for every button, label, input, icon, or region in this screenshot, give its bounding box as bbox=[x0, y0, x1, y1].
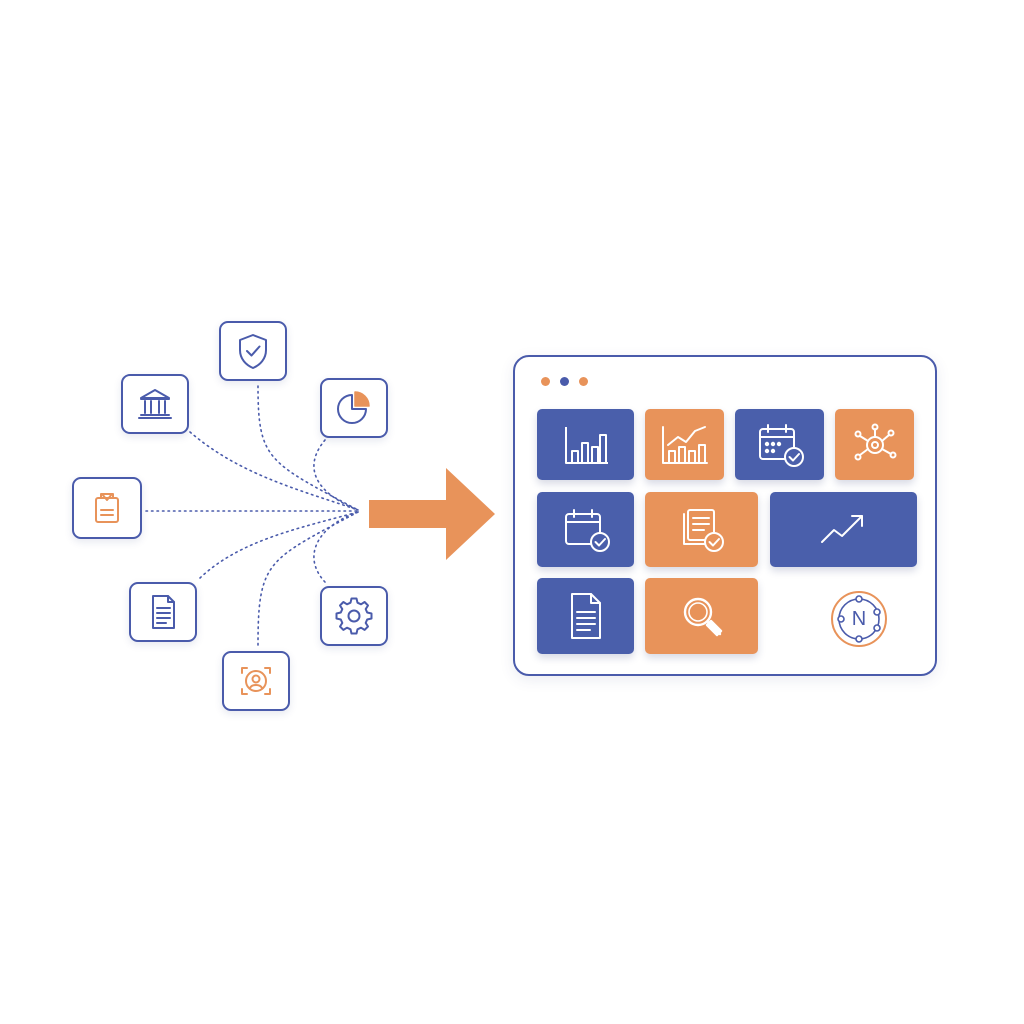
gear-icon bbox=[335, 597, 373, 635]
tile-document[interactable] bbox=[537, 578, 634, 654]
n-logo-badge: N bbox=[828, 588, 890, 650]
connector-bank bbox=[189, 431, 359, 511]
source-card-document bbox=[129, 582, 197, 642]
tile-magnifier[interactable] bbox=[645, 578, 758, 654]
source-card-gear bbox=[320, 586, 388, 646]
pie-chart-icon bbox=[337, 391, 370, 424]
source-card-bank bbox=[121, 374, 189, 434]
connector-document bbox=[199, 511, 359, 579]
source-card-pie bbox=[320, 378, 388, 438]
source-card-face-scan bbox=[222, 651, 290, 711]
tile-calendar-check-2[interactable] bbox=[537, 492, 634, 567]
bank-icon bbox=[138, 389, 172, 419]
tile-calendar-check-1[interactable] bbox=[735, 409, 824, 480]
window-dot-1 bbox=[541, 377, 550, 386]
calendar-check-icon bbox=[758, 423, 804, 467]
magnifier-icon bbox=[683, 597, 722, 637]
window-dot-2 bbox=[560, 377, 569, 386]
clipboard-icon bbox=[95, 493, 119, 523]
bar-chart-icon bbox=[564, 426, 608, 464]
window-dot-3 bbox=[579, 377, 588, 386]
line-bar-chart-icon bbox=[661, 425, 708, 464]
tile-network-gear[interactable] bbox=[835, 409, 914, 480]
badge-letter: N bbox=[851, 607, 867, 630]
source-card-shield bbox=[219, 321, 287, 381]
document-icon bbox=[570, 593, 601, 639]
tile-trend-up[interactable] bbox=[770, 492, 917, 567]
shield-check-icon bbox=[239, 334, 267, 369]
face-scan-icon bbox=[241, 667, 271, 695]
calendar-check-icon bbox=[564, 508, 610, 552]
connector-gear bbox=[313, 511, 359, 583]
tile-stacked-docs-check[interactable] bbox=[645, 492, 758, 567]
flow-arrow-icon bbox=[369, 468, 495, 560]
connector-shield bbox=[257, 385, 359, 511]
network-gear-icon bbox=[854, 423, 896, 460]
document-icon bbox=[152, 595, 175, 629]
tile-bar-chart[interactable] bbox=[537, 409, 634, 480]
trend-up-icon bbox=[820, 514, 863, 543]
connector-pie bbox=[313, 439, 359, 511]
tile-line-bar-chart[interactable] bbox=[645, 409, 724, 480]
connector-face bbox=[257, 511, 359, 646]
stacked-docs-check-icon bbox=[682, 508, 724, 552]
dashboard-window: N bbox=[513, 355, 937, 676]
source-card-clipboard bbox=[72, 477, 142, 539]
network-circle-icon bbox=[831, 591, 887, 647]
